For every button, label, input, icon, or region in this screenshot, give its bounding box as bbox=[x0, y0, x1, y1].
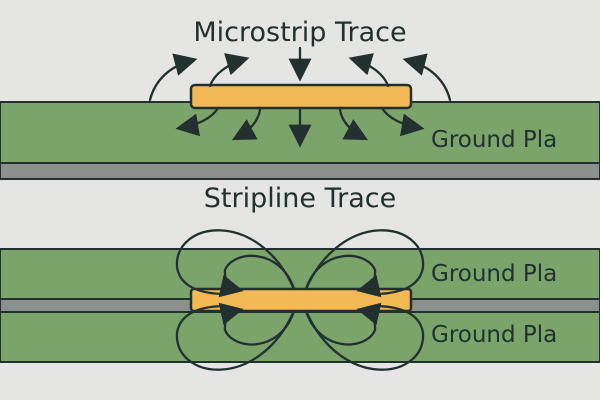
arrow-icon bbox=[175, 106, 220, 137]
stripline-title: Stripline Trace bbox=[204, 183, 396, 214]
field-loop-icon bbox=[175, 229, 296, 296]
arrow-icon bbox=[348, 53, 390, 88]
microstrip-field-lines bbox=[148, 46, 452, 148]
stripline-lower-ground-label: Ground Pla bbox=[431, 322, 557, 348]
stripline-trace bbox=[189, 287, 413, 313]
stripline-section: Stripline Trace Ground Pla Ground Pla bbox=[0, 183, 600, 371]
microstrip-section: Microstrip Trace Ground Pla bbox=[0, 17, 600, 180]
arrow-icon bbox=[380, 106, 425, 137]
arrow-icon bbox=[338, 108, 369, 141]
field-loop-icon bbox=[304, 302, 382, 346]
arrow-icon bbox=[402, 53, 452, 102]
field-loop-icon bbox=[304, 254, 382, 298]
microstrip-ground-label: Ground Pla bbox=[431, 127, 557, 153]
field-loop-icon bbox=[218, 254, 296, 298]
arrow-icon bbox=[148, 53, 198, 102]
field-loop-icon bbox=[304, 229, 425, 296]
stripline-upper-ground-label: Ground Pla bbox=[431, 261, 557, 287]
microstrip-trace bbox=[189, 83, 413, 110]
stripline-field-lines bbox=[175, 229, 425, 371]
microstrip-title: Microstrip Trace bbox=[193, 17, 406, 48]
field-loop-icon bbox=[175, 304, 296, 371]
field-loop-icon bbox=[304, 304, 425, 371]
field-loop-icon bbox=[218, 302, 296, 346]
arrow-icon bbox=[208, 53, 250, 88]
arrow-icon bbox=[231, 108, 262, 141]
microstrip-ground-plane bbox=[0, 162, 600, 180]
